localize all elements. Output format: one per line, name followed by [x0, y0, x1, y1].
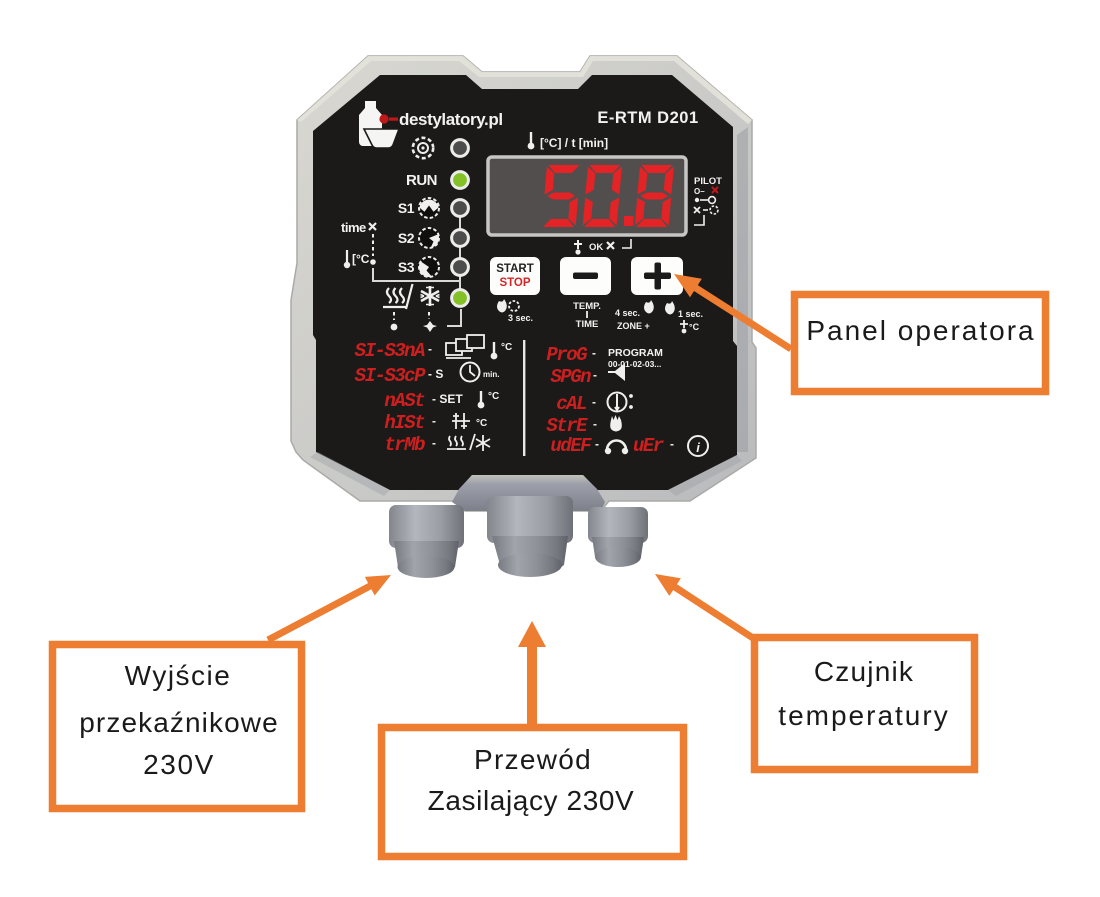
svg-text:i: i: [696, 440, 700, 455]
svg-text:PROGRAM: PROGRAM: [608, 347, 663, 359]
svg-text:temperatury: temperatury: [778, 700, 949, 731]
svg-text:Panel operatora: Panel operatora: [806, 315, 1035, 346]
svg-text:cAL: cAL: [556, 393, 586, 415]
svg-text:°C: °C: [488, 391, 499, 402]
svg-text:Wyjście: Wyjście: [125, 660, 232, 691]
svg-text:ZONE +: ZONE +: [617, 321, 650, 331]
svg-text:E-RTM D201: E-RTM D201: [597, 109, 698, 127]
svg-text:SPGn: SPGn: [550, 366, 591, 388]
svg-text:-: -: [432, 414, 436, 428]
svg-text:RUN: RUN: [406, 172, 437, 189]
svg-text:STOP: STOP: [499, 277, 530, 289]
svg-text:TEMP.: TEMP.: [573, 301, 601, 312]
svg-text:ProG: ProG: [546, 344, 588, 366]
svg-text:-: -: [593, 368, 597, 382]
svg-text:nASt: nASt: [384, 390, 425, 412]
svg-text:-: -: [592, 395, 596, 409]
svg-text:S3: S3: [398, 259, 415, 275]
svg-text:StrE: StrE: [546, 415, 588, 437]
svg-text:-: -: [592, 346, 596, 360]
svg-text:SI-S3nA: SI-S3nA: [355, 340, 425, 362]
svg-text:°C: °C: [689, 322, 700, 332]
svg-text:destylatory.pl: destylatory.pl: [399, 110, 503, 129]
svg-text:-: -: [428, 342, 432, 356]
svg-text:SI-S3cP: SI-S3cP: [355, 365, 426, 387]
svg-text:[°C] / t [min]: [°C] / t [min]: [540, 136, 608, 150]
svg-text:TIME: TIME: [576, 319, 599, 330]
svg-text:przekaźnikowe: przekaźnikowe: [79, 707, 279, 738]
svg-text:S2: S2: [398, 230, 415, 246]
svg-text:uEr: uEr: [633, 435, 665, 457]
svg-text:S1: S1: [398, 200, 415, 216]
svg-text:Czujnik: Czujnik: [814, 656, 914, 687]
svg-text:-: -: [432, 436, 436, 450]
svg-text:-: -: [593, 417, 597, 431]
svg-text:START: START: [496, 263, 533, 275]
svg-text:3 sec.: 3 sec.: [508, 313, 533, 323]
svg-text:O–: O–: [694, 187, 705, 196]
svg-text:°C: °C: [476, 418, 487, 429]
svg-text:PILOT: PILOT: [694, 176, 722, 187]
svg-text:-: -: [595, 437, 599, 451]
svg-text:hISt: hISt: [384, 412, 425, 434]
svg-text:time: time: [341, 220, 366, 235]
svg-text:00-01-02-03...: 00-01-02-03...: [608, 359, 661, 369]
svg-text:1 sec.: 1 sec.: [678, 309, 703, 319]
svg-text:Przewód: Przewód: [474, 744, 592, 775]
svg-text:Zasilający 230V: Zasilający 230V: [428, 785, 635, 816]
svg-text:230V: 230V: [143, 749, 215, 780]
svg-text:trMb: trMb: [384, 434, 425, 456]
svg-text:- S: - S: [428, 367, 443, 381]
svg-text:°C: °C: [501, 342, 512, 353]
svg-text:[°C: [°C: [352, 252, 370, 266]
svg-text:- SET: - SET: [432, 392, 463, 406]
svg-text:OK: OK: [589, 242, 603, 253]
svg-text:udEF: udEF: [550, 435, 592, 457]
svg-text:min.: min.: [483, 370, 499, 379]
svg-text:4 sec.: 4 sec.: [615, 308, 640, 318]
svg-text:-: -: [670, 437, 674, 451]
